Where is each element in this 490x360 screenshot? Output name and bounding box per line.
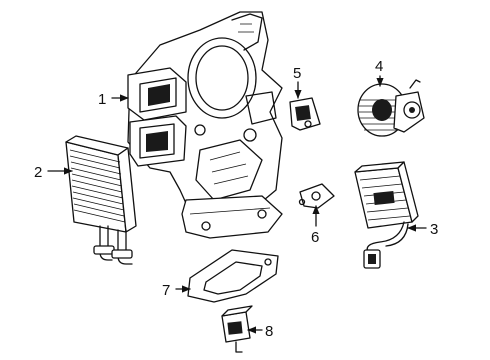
callout-6: 6 — [311, 229, 319, 246]
evaporator-core — [354, 161, 419, 269]
callout-labels: 1 2 3 4 5 6 7 8 — [34, 58, 438, 340]
callout-2: 2 — [34, 164, 42, 181]
blend-door-actuator — [298, 183, 335, 209]
callout-1: 1 — [98, 91, 106, 108]
heater-core — [65, 135, 137, 265]
leader-lines — [47, 75, 427, 334]
callout-3: 3 — [430, 221, 438, 238]
blower-motor — [357, 79, 425, 137]
callout-5: 5 — [293, 65, 301, 82]
callout-8: 8 — [265, 323, 273, 340]
callout-7: 7 — [162, 282, 170, 299]
blower-resistor — [221, 305, 253, 353]
housing-seal — [187, 249, 279, 303]
callout-4: 4 — [375, 58, 383, 75]
hvac-housing — [127, 11, 283, 239]
mode-door-actuator — [289, 97, 321, 131]
